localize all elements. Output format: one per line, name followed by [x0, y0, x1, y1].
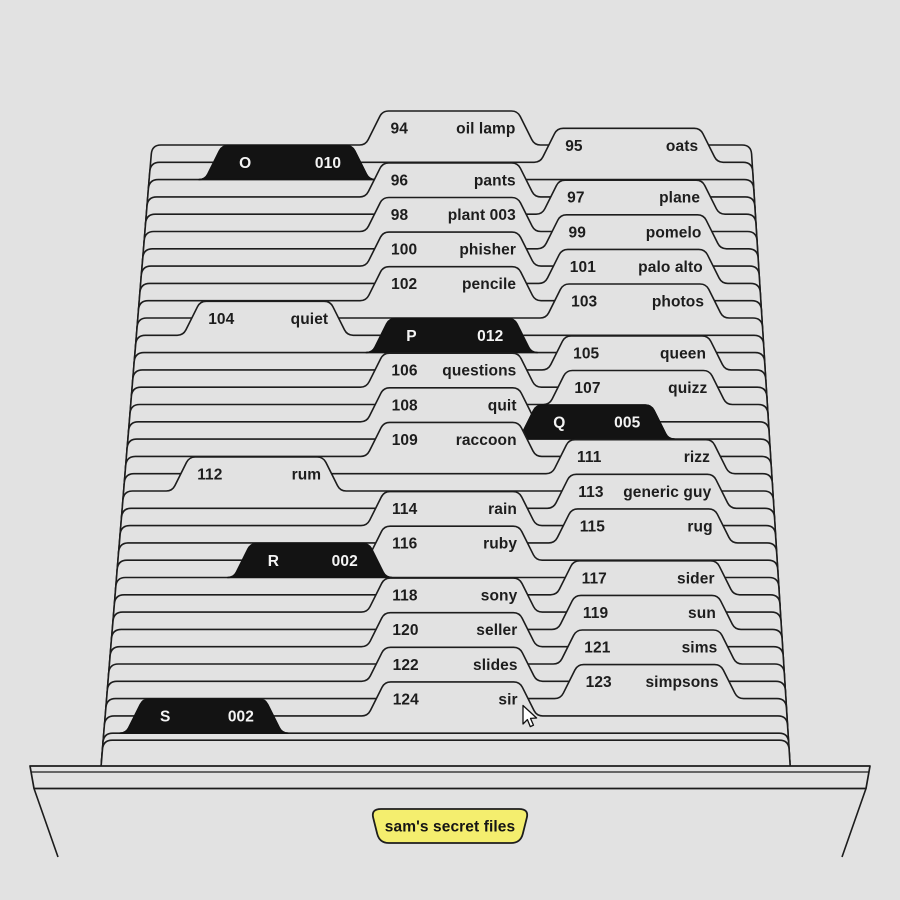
divider-tab-S[interactable]: [119, 698, 289, 734]
folder-number: 122: [393, 657, 419, 674]
folder-label: generic guy: [623, 484, 711, 501]
folder-label: pencile: [462, 276, 516, 293]
folder-label: sir: [498, 691, 517, 708]
drawer-side-right: [841, 788, 867, 858]
folder-label: quiet: [291, 311, 329, 328]
folder-number: 115: [580, 518, 606, 535]
folder-number: 111: [577, 449, 602, 466]
folder-label: pomelo: [646, 224, 702, 241]
drawer-label-text: sam's secret files: [385, 819, 515, 836]
drawer-label-plate: [371, 808, 529, 844]
folder-number: 99: [569, 224, 587, 241]
divider-letter: R: [268, 553, 279, 570]
folder-label: rizz: [684, 449, 710, 466]
divider-letter: O: [239, 155, 251, 172]
folder-number: 101: [570, 259, 596, 276]
folder-number: 95: [565, 138, 583, 155]
folder-number: 114: [392, 501, 418, 518]
folder-number: 97: [567, 190, 584, 207]
folder-label: sider: [677, 570, 715, 587]
drawer-side-left: [33, 788, 59, 858]
folder-label: quit: [488, 397, 517, 414]
cursor-arrow-icon: [522, 704, 538, 728]
folder-number: 96: [391, 172, 409, 189]
divider-letter: Q: [553, 415, 565, 432]
folder-label: questions: [442, 363, 516, 380]
folder-number: 98: [391, 207, 409, 224]
divider-count: 002: [228, 709, 254, 726]
folder-label: slides: [473, 657, 518, 674]
drawer-front-bar[interactable]: [29, 765, 871, 790]
folder-row: [100, 739, 792, 771]
folder-label: rain: [488, 501, 517, 518]
folder-number: 124: [393, 691, 419, 708]
divider-tab-O[interactable]: [198, 144, 376, 181]
divider-count: 012: [477, 328, 503, 345]
folder-number: 117: [582, 570, 607, 587]
folder-number: 100: [391, 242, 417, 259]
folder-label: sims: [682, 640, 718, 657]
folder-label: sun: [688, 605, 716, 622]
divider-count: 002: [332, 553, 358, 570]
folder-number: 102: [391, 276, 417, 293]
divider-letter: P: [406, 328, 416, 345]
folder-number: 107: [574, 380, 600, 397]
folder-number: 109: [392, 432, 418, 449]
divider-tab-R[interactable]: [227, 542, 393, 579]
folder-number: 120: [392, 622, 418, 639]
divider-tab-P[interactable]: [365, 317, 539, 354]
folder-label: sony: [481, 588, 518, 605]
folder-number: 116: [392, 536, 418, 553]
folder-number: 112: [197, 467, 222, 484]
folder-number: 106: [391, 363, 417, 380]
folder-label: plant 003: [448, 207, 516, 224]
folder-label: quizz: [668, 380, 707, 397]
divider-count: 010: [315, 155, 341, 172]
folder-label: queen: [660, 345, 706, 362]
folder-label: seller: [476, 622, 517, 639]
folder-number: 105: [573, 345, 599, 362]
folder-label: raccoon: [456, 432, 517, 449]
folder-label: phisher: [459, 242, 516, 259]
folder-label: plane: [659, 190, 700, 207]
folder-label: rum: [292, 467, 322, 484]
folder-number: 118: [392, 588, 418, 605]
divider-count: 005: [614, 415, 640, 432]
folder-number: 94: [391, 121, 409, 138]
folder-label: oil lamp: [456, 121, 515, 138]
folder-label: rug: [687, 518, 712, 535]
folder-number: 119: [583, 605, 609, 622]
folder-label: simpsons: [645, 674, 718, 691]
folder-number: 123: [586, 674, 612, 691]
folder-number: 121: [584, 640, 610, 657]
folder-label: oats: [666, 138, 698, 155]
divider-tab-Q[interactable]: [512, 404, 676, 440]
folder-number: 113: [578, 484, 604, 501]
folder-number: 108: [392, 397, 418, 414]
folder-label: photos: [652, 294, 704, 311]
folder-label: ruby: [483, 536, 517, 553]
folder-number: 104: [208, 311, 234, 328]
folder-label: pants: [474, 172, 516, 189]
folder-label: palo alto: [638, 259, 703, 276]
divider-letter: S: [160, 709, 170, 726]
folder-number: 103: [571, 294, 597, 311]
